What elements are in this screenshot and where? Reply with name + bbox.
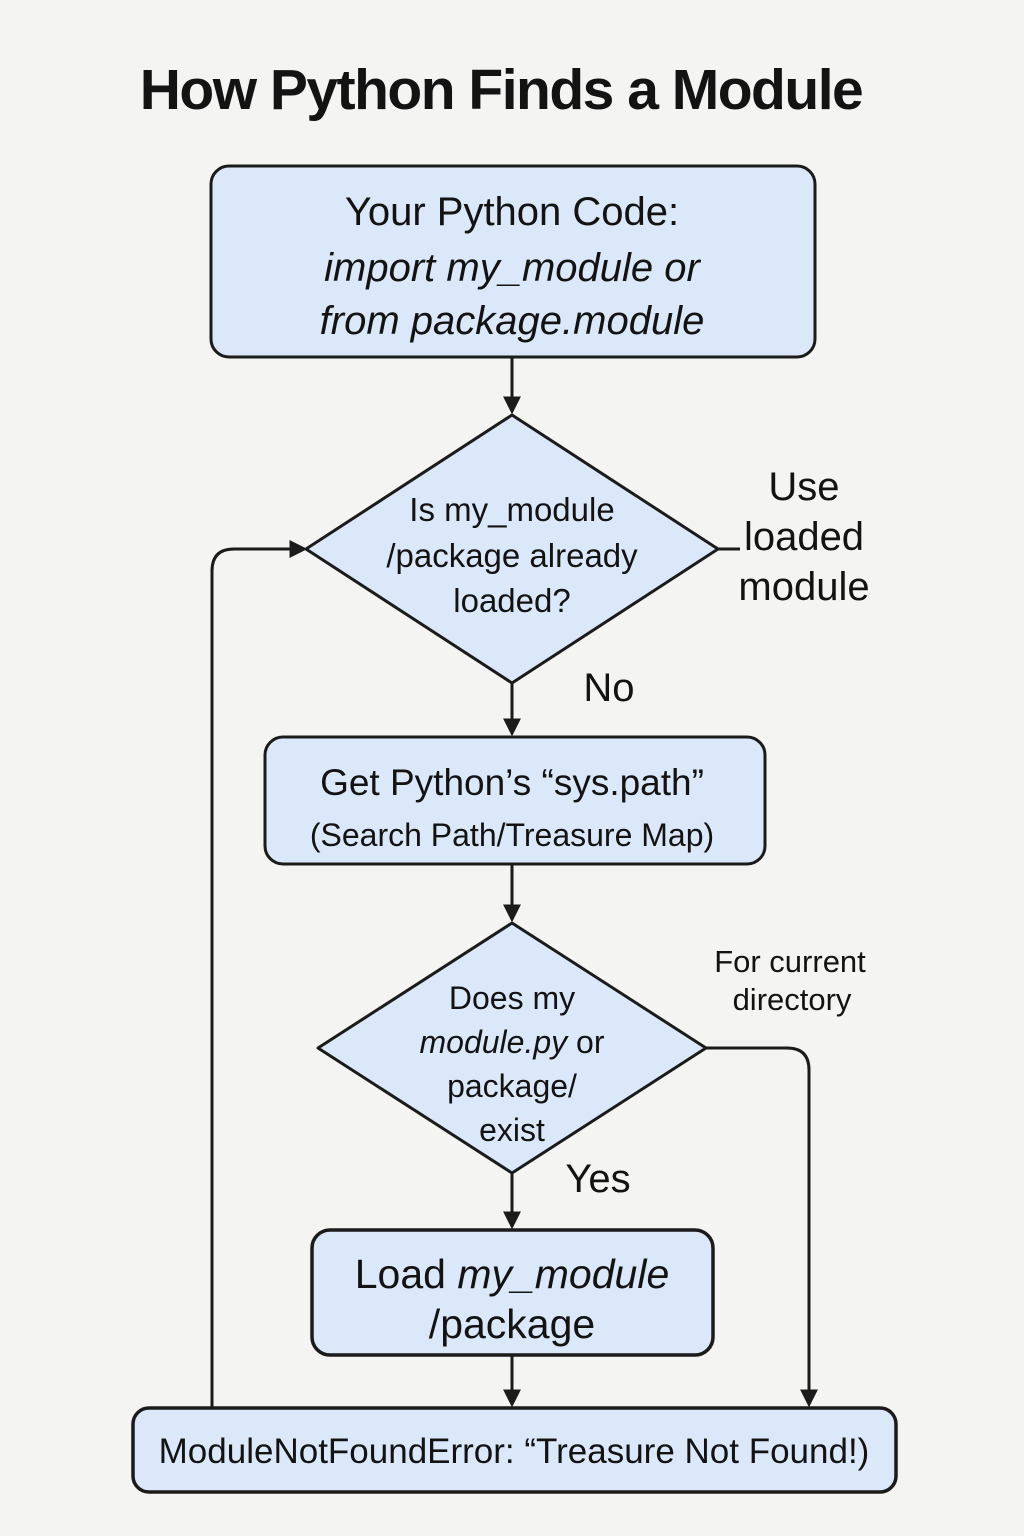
exists-check-line2: module.py or — [420, 1024, 605, 1060]
use-loaded-label-line3: module — [738, 565, 869, 609]
arrow-error-loop-to-loaded-check — [210, 540, 308, 1408]
start-node-line3: from package.module — [320, 299, 705, 343]
for-current-label-line1: For current — [714, 944, 866, 979]
edge-label-yes: Yes — [565, 1157, 630, 1201]
syspath-node-line1: Get Python’s “sys.path” — [320, 762, 704, 803]
loaded-check-line2: /package already — [386, 537, 638, 574]
error-node-label: ModuleNotFoundError: “Treasure Not Found… — [159, 1432, 870, 1471]
start-node-line1: Your Python Code: — [345, 190, 679, 234]
edge-label-no: No — [583, 666, 634, 710]
error-node — [131, 1406, 898, 1494]
syspath-node-line2: (Search Path/Treasure Map) — [310, 817, 714, 853]
exists-check-line3: package/ — [447, 1068, 577, 1104]
load-node-line1: Load my_module — [355, 1251, 670, 1297]
loaded-check-line3: loaded? — [453, 582, 570, 619]
syspath-node — [263, 735, 767, 866]
exists-check-line1: Does my — [449, 980, 575, 1016]
exists-check-line2-rest: or — [567, 1024, 605, 1060]
arrow-exists-check-to-error — [706, 1046, 818, 1408]
start-node-line2: import my_module or — [324, 246, 701, 290]
load-node-line2: /package — [429, 1301, 595, 1347]
use-loaded-label-line2: loaded — [744, 515, 864, 559]
exists-check-line4: exist — [479, 1112, 545, 1148]
for-current-label-line2: directory — [733, 982, 852, 1017]
load-node-line1-regular: Load — [355, 1251, 458, 1297]
exists-check-line2-italic: module.py — [420, 1024, 570, 1060]
page-title: How Python Finds a Module — [140, 58, 862, 122]
loaded-check-line1: Is my_module — [409, 491, 614, 528]
use-loaded-label-line1: Use — [768, 465, 839, 509]
load-node-line1-italic: my_module — [457, 1251, 669, 1297]
